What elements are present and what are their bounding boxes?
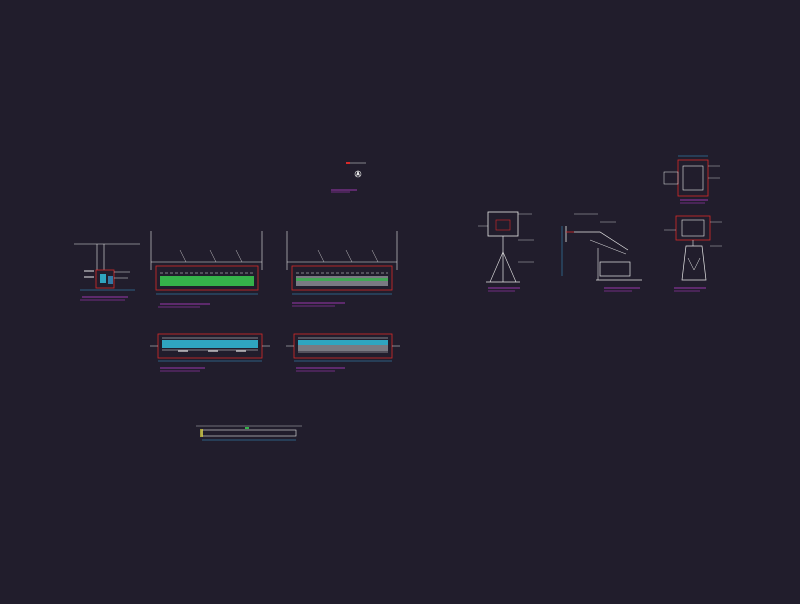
pool-section-a (150, 231, 263, 308)
north-arrow-block (331, 162, 366, 193)
backboard-top-view (663, 155, 720, 204)
pool-plan-b (286, 333, 400, 372)
backboard-front-view (478, 211, 534, 292)
backboard-rear-view (664, 215, 722, 292)
pool-section-b (286, 231, 398, 307)
small-section-detail (74, 243, 140, 301)
pool-plan-a (150, 333, 270, 372)
backboard-side-view (561, 213, 642, 292)
tank-elevation (196, 425, 302, 441)
compass-rose-icon (354, 170, 362, 178)
